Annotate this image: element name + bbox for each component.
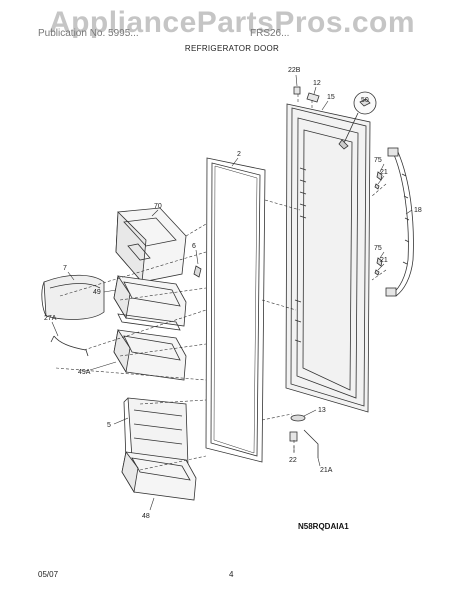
callout-21-upper: 21 bbox=[380, 169, 388, 176]
dairy-bin bbox=[115, 207, 187, 283]
callout-22b: 22B bbox=[288, 67, 301, 74]
callout-75-lower: 75 bbox=[374, 245, 382, 252]
callout-48: 48 bbox=[142, 513, 150, 520]
callout-75-upper: 75 bbox=[374, 157, 382, 164]
top-hinge-parts bbox=[293, 86, 320, 103]
hinge-27a bbox=[50, 335, 89, 357]
leader-lines bbox=[51, 74, 413, 511]
door-panel bbox=[285, 103, 371, 413]
callout-13: 13 bbox=[318, 407, 326, 414]
callout-6: 6 bbox=[192, 243, 196, 250]
callout-labels: 22B 12 15 50 2 70 6 75 21 18 75 21 7 49 … bbox=[44, 67, 422, 520]
diagram-code: N58RQDAIA1 bbox=[298, 522, 349, 531]
detail-callout-50 bbox=[338, 91, 377, 150]
lower-hinge-parts bbox=[289, 414, 319, 458]
callout-18: 18 bbox=[414, 207, 422, 214]
callout-7: 7 bbox=[63, 265, 67, 272]
callout-49: 49 bbox=[93, 289, 101, 296]
cover-5 bbox=[123, 397, 189, 467]
footer-page-number: 4 bbox=[229, 570, 234, 579]
watermark-logo: AppliancePartsPros.com bbox=[48, 6, 416, 39]
header-publication-text: Publication No. 5995... bbox=[38, 28, 139, 39]
callout-5: 5 bbox=[107, 422, 111, 429]
callout-27a: 27A bbox=[44, 315, 57, 322]
callout-2: 2 bbox=[237, 151, 241, 158]
callout-15: 15 bbox=[327, 94, 335, 101]
door-bin-49 bbox=[113, 274, 187, 327]
page-title: REFRIGERATOR DOOR bbox=[184, 44, 280, 53]
callout-50: 50 bbox=[361, 97, 369, 104]
callout-21-lower: 21 bbox=[380, 257, 388, 264]
callout-70: 70 bbox=[154, 203, 162, 210]
assembly-lines bbox=[55, 94, 387, 471]
callout-21a: 21A bbox=[320, 467, 333, 474]
handle-screws bbox=[374, 171, 383, 276]
callout-12: 12 bbox=[313, 80, 321, 87]
door-bin-49a bbox=[113, 313, 187, 381]
door-gasket bbox=[205, 157, 266, 463]
header-model-text: FRS26... bbox=[250, 28, 290, 39]
clip-6 bbox=[193, 265, 202, 278]
footer-date: 05/07 bbox=[38, 570, 59, 579]
door-handle bbox=[385, 147, 414, 297]
callout-22: 22 bbox=[289, 457, 297, 464]
callout-49a: 49A bbox=[78, 369, 91, 376]
bin-48 bbox=[121, 451, 197, 501]
dairy-door bbox=[41, 274, 105, 320]
